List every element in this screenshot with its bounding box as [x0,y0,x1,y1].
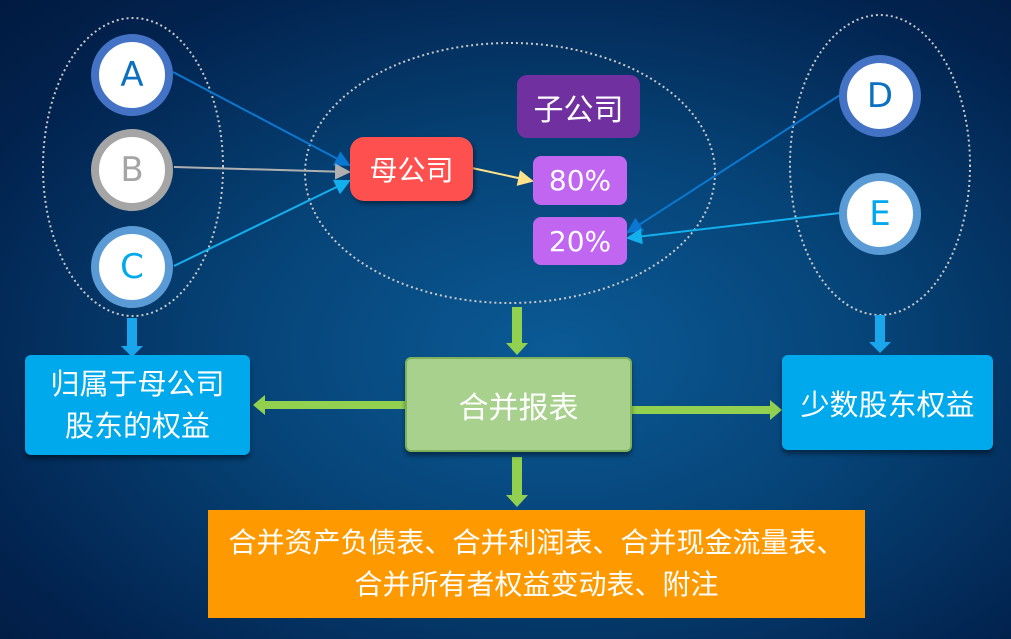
parent-company: 母公司 [350,137,473,201]
arrow-minority-down [869,315,891,353]
arrow-e-20 [626,212,841,245]
green-arrows [253,307,782,507]
minority-equity: 少数股东权益 [782,355,993,450]
minority-share: 20% [533,217,627,265]
statement-list: 合并资产负债表、合并利润表、合并现金流量表、合并所有者权益变动表、附注 [208,510,865,618]
minority-d: D [839,55,921,137]
arrow-b-parent [173,163,351,180]
parent-share: 80% [533,156,627,205]
arrow-to-parent-equity [253,395,405,415]
subsidiary: 子公司 [517,75,640,138]
shareholder-a: A [91,34,173,116]
arrow-to-minority-equity [630,400,782,420]
group-scope [304,42,716,304]
shareholder-c: C [91,226,173,308]
arrow-parent-80 [471,167,534,186]
arrow-c-parent [173,179,351,267]
arrow-scope-consolidated [506,307,528,355]
arrow-shareholders-down [121,318,143,357]
arrow-d-20 [626,94,841,234]
arrow-a-parent [172,71,351,166]
consolidated-statements: 合并报表 [405,357,632,452]
shareholder-b: B [91,129,173,211]
shareholders-group [42,17,224,317]
arrow-consolidated-statements [506,457,528,507]
parent-equity: 归属于母公司股东的权益 [25,355,250,455]
minority-e: E [839,173,921,255]
